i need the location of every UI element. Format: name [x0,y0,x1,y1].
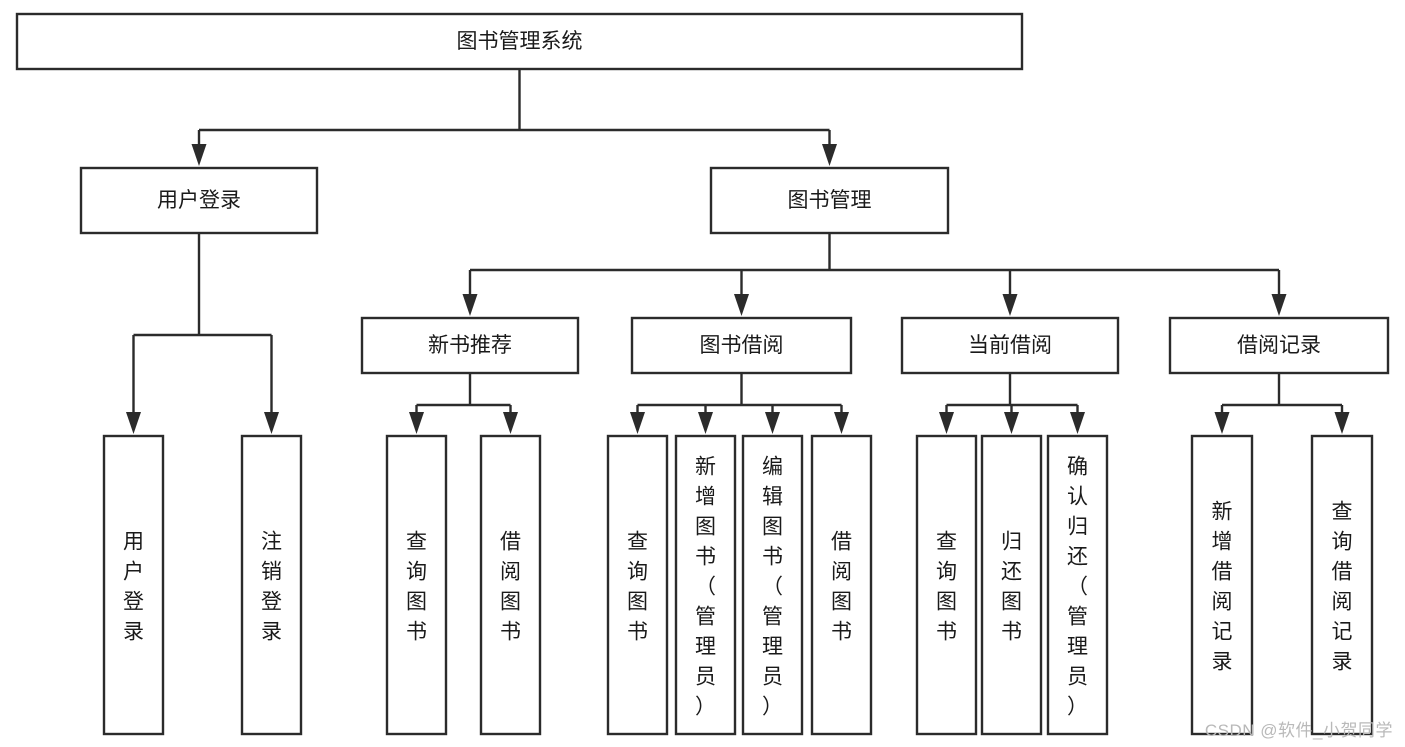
arrow-head-icon [1214,412,1230,434]
node-box[interactable] [915,434,978,736]
node-leaf-query-book-1[interactable]: 查询图书 [385,434,448,736]
node-leaf-edit-book-admin[interactable]: 编辑图书（管理员） [741,434,804,736]
node-box[interactable] [360,316,580,375]
node-box[interactable] [479,434,542,736]
arrow-head-icon [834,412,849,434]
node-box[interactable] [1310,434,1374,736]
arrow-head-icon [1002,294,1018,316]
connector-group [409,373,518,434]
diagram-nodes-group: 图书管理系统用户登录图书管理新书推荐图书借阅当前借阅借阅记录用户登录注销登录查询… [15,12,1390,736]
node-box[interactable] [741,434,804,736]
node-label: 图书借阅 [700,334,784,357]
node-label: 借阅图书 [831,530,852,643]
arrow-head-icon [503,412,518,434]
node-user-login[interactable]: 用户登录 [79,166,319,235]
node-leaf-borrow-book-1[interactable]: 借阅图书 [479,434,542,736]
arrow-head-icon [939,412,954,434]
node-label: 图书管理系统 [457,30,583,53]
node-box[interactable] [15,12,1024,71]
node-leaf-add-book-admin[interactable]: 新增图书（管理员） [674,434,737,736]
node-box[interactable] [810,434,873,736]
node-leaf-return-book[interactable]: 归还图书 [980,434,1043,736]
node-box[interactable] [674,434,737,736]
connector-group [191,69,837,166]
node-leaf-query-book-3[interactable]: 查询图书 [915,434,978,736]
arrow-head-icon [126,412,141,434]
connector-group [126,233,279,434]
arrow-head-icon [1004,412,1019,434]
node-box[interactable] [606,434,669,736]
node-box[interactable] [980,434,1043,736]
arrow-head-icon [734,294,749,316]
node-label: 归还图书 [1001,530,1022,643]
node-box[interactable] [709,166,950,235]
arrow-head-icon [822,144,837,166]
node-leaf-borrow-book-2[interactable]: 借阅图书 [810,434,873,736]
node-box[interactable] [79,166,319,235]
node-leaf-logout[interactable]: 注销登录 [240,434,303,736]
connector-edges-group [126,69,1350,434]
node-label: 当前借阅 [968,334,1052,357]
arrow-head-icon [409,412,424,434]
arrow-head-icon [765,412,780,434]
connector-group [462,233,1287,316]
arrow-head-icon [630,412,645,434]
node-label: 用户登录 [123,530,144,643]
node-label: 新增借阅记录 [1212,500,1233,673]
node-label: 确认归还（管理员） [1067,455,1088,718]
node-box[interactable] [1046,434,1109,736]
node-leaf-confirm-return-admin[interactable]: 确认归还（管理员） [1046,434,1109,736]
node-box[interactable] [1168,316,1390,375]
arrow-head-icon [698,412,713,434]
node-label: 查询借阅记录 [1332,500,1353,673]
arrow-head-icon [264,412,279,434]
node-leaf-user-login[interactable]: 用户登录 [102,434,165,736]
node-label: 查询图书 [936,530,957,643]
node-label: 新书推荐 [428,334,512,357]
node-label: 图书管理 [788,189,872,212]
node-book-borrow[interactable]: 图书借阅 [630,316,853,375]
node-label: 查询图书 [627,530,648,643]
node-borrow-record[interactable]: 借阅记录 [1168,316,1390,375]
node-label: 借阅图书 [500,530,521,643]
node-box[interactable] [102,434,165,736]
node-label: 用户登录 [157,189,241,212]
node-label: 注销登录 [261,530,282,643]
node-label: 新增图书（管理员） [695,455,716,718]
csdn-watermark: CSDN @软件_小贺同学 [1204,721,1393,740]
node-new-book-rec[interactable]: 新书推荐 [360,316,580,375]
arrow-head-icon [1271,294,1287,316]
node-box[interactable] [385,434,448,736]
arrow-head-icon [462,294,478,316]
node-book-manage[interactable]: 图书管理 [709,166,950,235]
node-label: 编辑图书（管理员） [762,455,783,718]
connector-group [630,373,849,434]
node-box[interactable] [240,434,303,736]
arrow-head-icon [1070,412,1085,434]
connector-group [1214,373,1350,434]
node-label: 借阅记录 [1237,334,1321,357]
node-leaf-query-borrow-record[interactable]: 查询借阅记录 [1310,434,1374,736]
node-box[interactable] [630,316,853,375]
node-box[interactable] [1190,434,1254,736]
node-box[interactable] [900,316,1120,375]
node-label: 查询图书 [406,530,427,643]
node-current-borrow[interactable]: 当前借阅 [900,316,1120,375]
node-leaf-add-borrow-record[interactable]: 新增借阅记录 [1190,434,1254,736]
connector-group [939,373,1085,434]
arrow-head-icon [1334,412,1350,434]
node-root[interactable]: 图书管理系统 [15,12,1024,71]
node-leaf-query-book-2[interactable]: 查询图书 [606,434,669,736]
arrow-head-icon [191,144,207,166]
